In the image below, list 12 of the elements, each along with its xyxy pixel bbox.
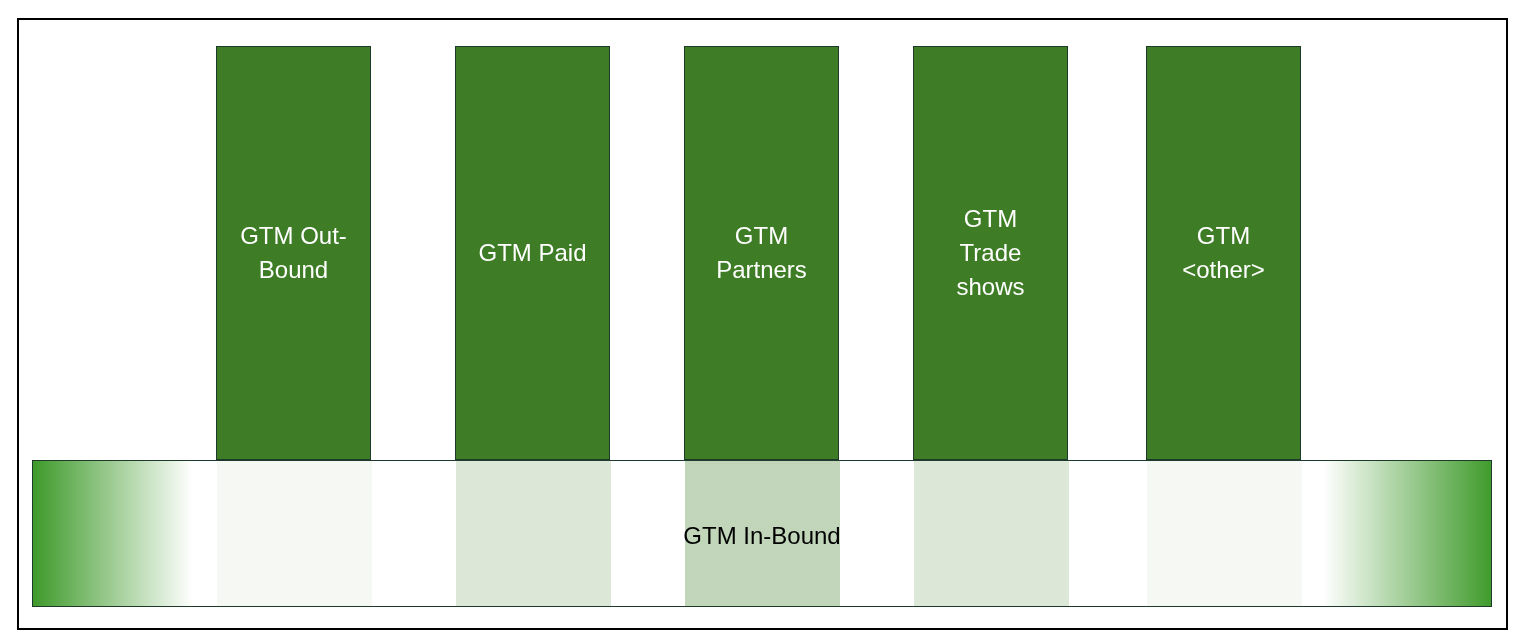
- column-label: GTM Partners: [715, 221, 808, 285]
- channel-column: [216, 46, 371, 460]
- column-label: GTM Trade shows: [955, 204, 1026, 302]
- channel-column: [455, 46, 610, 460]
- column-label: GTM Out-Bound: [239, 221, 348, 285]
- base-band: [32, 460, 1492, 607]
- band-label: GTM In-Bound: [683, 521, 841, 550]
- column-label: GTM <other>: [1181, 221, 1266, 285]
- channel-column: [1146, 46, 1301, 460]
- column-label: GTM Paid: [477, 238, 588, 268]
- channel-column: [684, 46, 839, 460]
- channel-column: [913, 46, 1068, 460]
